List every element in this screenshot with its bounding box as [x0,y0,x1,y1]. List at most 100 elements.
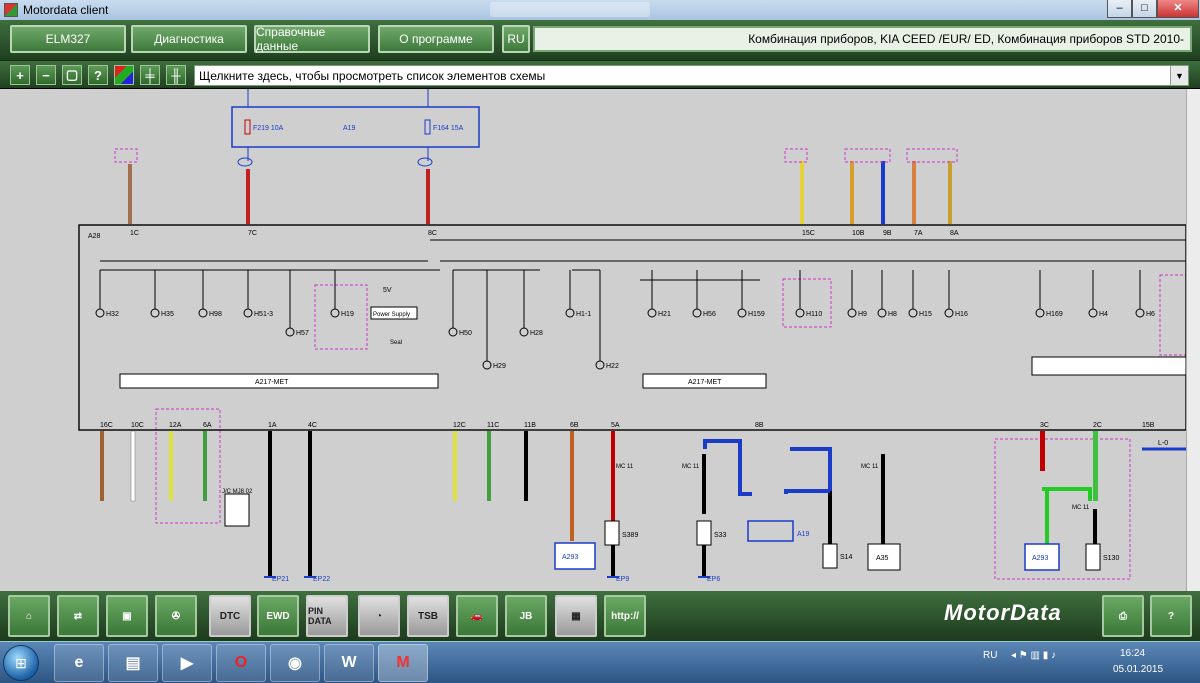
svg-text:H98: H98 [209,311,222,318]
lamp-h28[interactable]: H28 [519,270,543,337]
ewd-button[interactable]: EWD [257,595,299,637]
lamp-h35[interactable]: H35 [150,270,174,318]
maximize-button[interactable]: □ [1132,0,1157,18]
lamp-h16[interactable]: H16 [944,270,968,318]
pin-bottom-12a: 12A [169,422,182,429]
tray-language[interactable]: RU [983,650,998,661]
pin-bottom-8b: 8B [755,422,764,429]
lamp-h6[interactable]: H6 [1135,270,1155,318]
wheel-icon[interactable]: ✇ [155,595,197,637]
fuse-f219-label: F219 10A [253,125,284,132]
opera-icon[interactable]: O [216,644,266,682]
part-s389: S389 [622,532,638,539]
lamp-h169[interactable]: H169 [1035,270,1063,318]
elm327-button[interactable]: ELM327 [10,25,126,53]
wiring-diagram[interactable]: F219 10A A19 F164 15A [0,89,1200,591]
conn-mc11-b: MC 11 [682,464,700,470]
motordata-task-icon[interactable]: M [378,644,428,682]
explorer-icon[interactable]: ▤ [108,644,158,682]
zoom-in-icon[interactable]: + [10,65,30,85]
about-button[interactable]: О программе [378,25,494,53]
jb-button[interactable]: JB [505,595,547,637]
color-wires-icon[interactable] [114,65,134,85]
pin-data-button[interactable]: PIN DATA [306,595,348,637]
conn-mc11-d: MC 11 [1072,505,1090,511]
fit-icon[interactable]: ▢ [62,65,82,85]
lamp-h159[interactable]: H159 [737,270,765,318]
lamp-h98[interactable]: H98 [198,270,222,318]
tsb-button[interactable]: TSB [407,595,449,637]
pin-top-9b: 9B [883,230,892,237]
lamp-h21[interactable]: H21 [647,270,671,318]
motordata-logo: MotorData [944,600,1062,625]
pin-bottom-6a: 6A [203,422,212,429]
pin-bottom-16c: 16C [100,422,113,429]
pin-bottom-6b: 6B [570,422,579,429]
window-title: Motordata client [23,3,109,17]
word-icon[interactable]: W [324,644,374,682]
ie-icon[interactable]: e [54,644,104,682]
bottom-toolbar: ⌂ ⇄ ▣ ✇ DTC EWD PIN DATA ◔ TSB 🚗 JB ▦ ht… [0,591,1200,641]
language-button[interactable]: RU [502,25,530,53]
part-a293-left: A293 [562,554,578,561]
svg-text:H4: H4 [1099,311,1108,318]
lamp-h29[interactable]: H29 [482,270,506,370]
part-a35: A35 [876,555,889,562]
pin-top-8c: 8C [428,230,437,237]
fuse-icon[interactable]: ▦ [555,595,597,637]
chevron-down-icon[interactable]: ▼ [1170,66,1188,85]
pin-bottom-5a: 5A [611,422,620,429]
close-button[interactable]: ✕ [1157,0,1199,18]
conn-mc11-c: MC 11 [861,464,879,470]
lamp-h15[interactable]: H15 [908,270,932,318]
svg-text:H8: H8 [888,311,897,318]
element-list-select[interactable]: Щелкните здесь, чтобы просмотреть список… [194,65,1189,86]
media-player-icon[interactable]: ▶ [162,644,212,682]
svg-text:H9: H9 [858,311,867,318]
svg-text:H110: H110 [806,311,822,318]
tray-icons[interactable]: ◂ ⚑ ▥ ▮ ♪ [1011,650,1057,661]
pin-bottom-1a: 1A [268,422,277,429]
http-button[interactable]: http:// [604,595,646,637]
lamp-h50[interactable]: H50 [448,270,472,337]
svg-text:H19: H19 [341,311,354,318]
svg-text:H15: H15 [919,311,932,318]
connector-icon[interactable]: ╫ [166,65,186,85]
gauge-icon[interactable]: ◔ [358,595,400,637]
lamp-h56[interactable]: H56 [692,270,716,318]
lamp-h19[interactable]: H19 [330,270,354,318]
ecu-icon[interactable]: ▣ [106,595,148,637]
lamp-h110[interactable]: H110 [795,270,822,318]
lamp-h4[interactable]: H4 [1088,270,1108,318]
home-icon[interactable]: ⌂ [8,595,50,637]
lamp-h57[interactable]: H57 [285,270,309,337]
lamp-h9[interactable]: H9 [847,270,867,318]
connect-icon[interactable]: ⇄ [57,595,99,637]
help-icon[interactable]: ? [88,65,108,85]
pin-bottom-11c: 11C [487,422,499,429]
pin-bottom-11b: 11B [524,422,536,429]
lamp-h1-1[interactable]: H1-1 [565,270,591,318]
print-icon[interactable]: ⎙ [1102,595,1144,637]
lamp-h8[interactable]: H8 [877,270,897,318]
start-button[interactable]: ⊞ [3,645,39,681]
help-book-icon[interactable]: ? [1150,595,1192,637]
chrome-icon[interactable]: ◉ [270,644,320,682]
lamp-h32[interactable]: H32 [95,270,119,318]
svg-text:H28: H28 [530,330,543,337]
zoom-out-icon[interactable]: − [36,65,56,85]
vertical-scrollbar[interactable] [1186,89,1200,591]
lamp-h22[interactable]: H22 [595,270,619,370]
grid-icon[interactable]: ╪ [140,65,160,85]
diagnostics-button[interactable]: Диагностика [131,25,247,53]
lamp-h51-3[interactable]: H51-3 [243,270,273,318]
dtc-button[interactable]: DTC [209,595,251,637]
l0-label: L-0 [1158,440,1168,447]
reference-data-button[interactable]: Справочные данные [254,25,370,53]
ground-ep9: EP9 [616,576,629,583]
minimize-button[interactable]: – [1107,0,1132,18]
element-list-text: Щелкните здесь, чтобы просмотреть список… [199,68,546,83]
tray-date: 05.01.2015 [1113,664,1164,675]
car-icon[interactable]: 🚗 [456,595,498,637]
svg-text:H51-3: H51-3 [254,311,273,318]
